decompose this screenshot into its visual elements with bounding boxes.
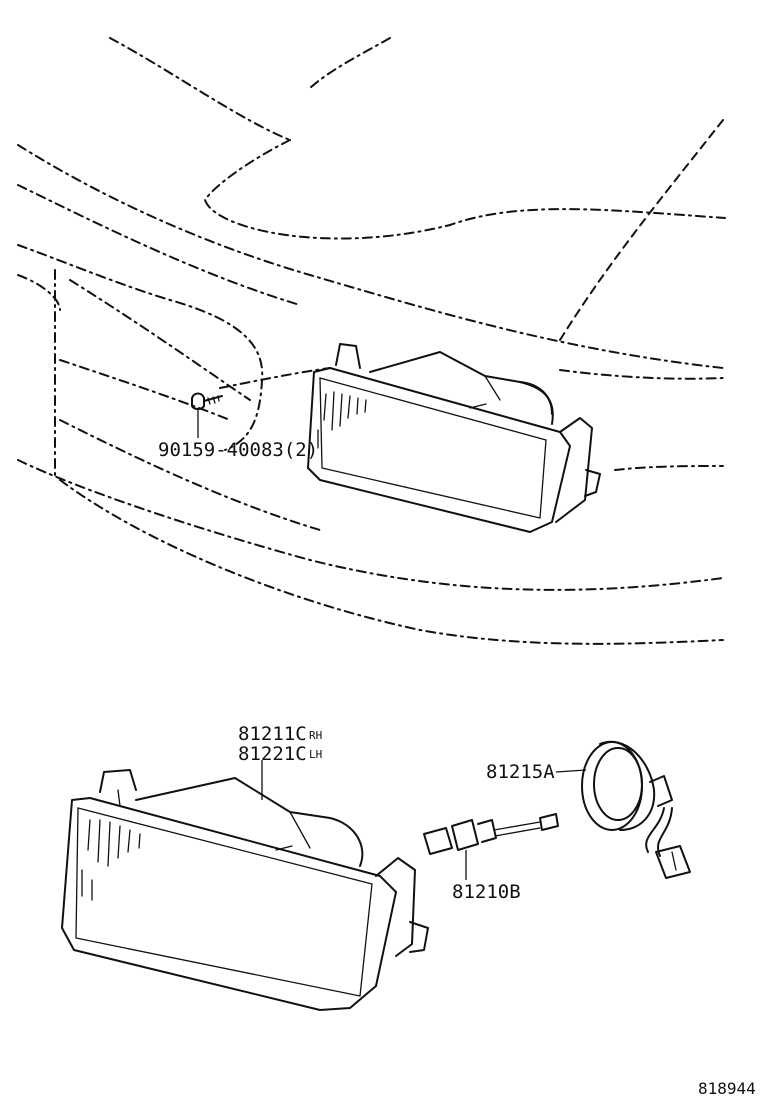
bulb-part-number: 81210B — [452, 881, 521, 903]
socket-icon — [581, 741, 691, 879]
lamp-lh-part-number: 81221C — [238, 743, 307, 765]
figure-id: 818944 — [698, 1079, 756, 1098]
screw-icon — [191, 392, 223, 410]
screw-part-number: 90159-40083(2) — [158, 439, 318, 461]
lamp-rh-part-number: 81211C — [238, 723, 307, 745]
lamp-lh-side: LH — [309, 748, 322, 761]
lamp-rh-side: RH — [309, 729, 322, 742]
socket-leader — [555, 769, 587, 773]
installed-fog-lamp — [307, 343, 601, 533]
bulb-icon — [423, 813, 559, 855]
fog-lamp-assembly — [61, 769, 429, 1011]
vehicle-body-outline — [17, 37, 726, 645]
socket-part-number: 81215A — [486, 761, 555, 783]
